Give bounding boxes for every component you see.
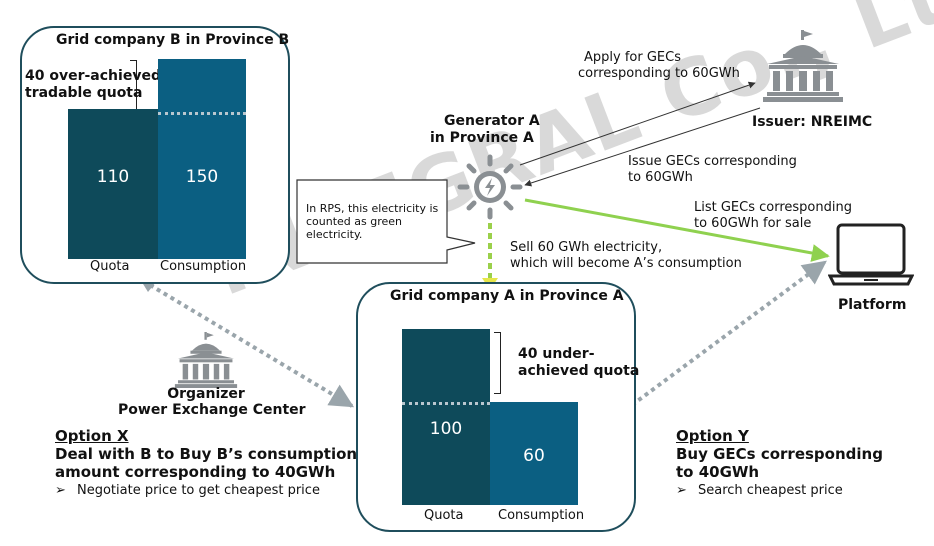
callout-text: In RPS, this electricity is counted as g… bbox=[306, 202, 438, 241]
grid-a-axis-quota: Quota bbox=[424, 508, 464, 523]
grid-a-bracket-label: 40 under- achieved quota bbox=[518, 346, 639, 380]
option-y-heading: Option Y bbox=[676, 427, 749, 445]
organizer-building-icon bbox=[174, 332, 238, 388]
grid-company-a-box: Grid company A in Province A 40 under- a… bbox=[356, 282, 639, 532]
option-y-bullet-text: Search cheapest price bbox=[698, 483, 843, 498]
grid-a-consumption-value: 60 bbox=[523, 446, 545, 466]
grid-b-bracket-label: 40 over-achieved tradable quota bbox=[25, 68, 161, 102]
grid-b-axis-quota: Quota bbox=[90, 259, 130, 274]
organizer-label-line1: Organizer bbox=[167, 386, 245, 402]
grid-b-bracket-label-line2: tradable quota bbox=[25, 85, 143, 101]
grid-company-a-title: Grid company A in Province A bbox=[390, 288, 624, 304]
option-y-bullet: ➢ Search cheapest price bbox=[676, 483, 883, 498]
issuer-label: Issuer: NREIMC bbox=[752, 114, 873, 130]
list-label: List GECs corresponding to 60GWh for sal… bbox=[694, 200, 852, 232]
option-y-line2: to 40GWh bbox=[676, 463, 760, 481]
callout-line2: counted as green bbox=[306, 215, 403, 228]
option-x-bullet: ➢ Negotiate price to get cheapest price bbox=[55, 483, 357, 498]
grid-a-bracket bbox=[494, 332, 501, 394]
grid-a-bracket-label-line2: achieved quota bbox=[518, 363, 640, 379]
option-x-line2: amount corresponding to 40GWh bbox=[55, 463, 336, 481]
grid-a-consumption-bar bbox=[490, 402, 578, 505]
apply-label-line2: corresponding to 60GWh bbox=[578, 66, 740, 81]
grid-company-b-box: Grid company B in Province B 40 over-ach… bbox=[20, 26, 290, 284]
grid-a-consumption-line bbox=[402, 402, 490, 405]
callout-line3: electricity. bbox=[306, 228, 363, 241]
option-y-dotted-arrow bbox=[630, 260, 827, 407]
list-label-line2: to 60GWh for sale bbox=[694, 216, 812, 231]
apply-arrow bbox=[519, 81, 756, 166]
apply-label: Apply for GECs corresponding to 60GWh bbox=[578, 50, 740, 82]
generator-label: Generator A in Province A bbox=[430, 113, 540, 147]
option-x-heading: Option X bbox=[55, 427, 129, 445]
platform-label: Platform bbox=[838, 297, 907, 313]
option-y-line1: Buy GECs corresponding bbox=[676, 445, 883, 463]
sell-label-line2: which will become A’s consumption bbox=[510, 256, 742, 271]
grid-a-quota-bar bbox=[402, 329, 490, 505]
bullet-arrow-icon: ➢ bbox=[55, 483, 66, 498]
sun-icon bbox=[457, 154, 523, 220]
grid-b-quota-value: 110 bbox=[96, 167, 130, 187]
laptop-icon bbox=[828, 223, 914, 286]
grid-b-quota-line bbox=[158, 112, 246, 115]
grid-company-b-title: Grid company B in Province B bbox=[56, 32, 290, 48]
grid-a-axis-consumption: Consumption bbox=[498, 508, 585, 523]
callout-box bbox=[296, 179, 476, 264]
grid-a-quota-value: 100 bbox=[429, 419, 463, 439]
grid-b-quota-bar bbox=[68, 109, 158, 259]
generator-label-line1: Generator A bbox=[444, 113, 540, 129]
issue-label: Issue GECs corresponding to 60GWh bbox=[628, 154, 797, 186]
option-y: Option Y Buy GECs corresponding to 40GWh… bbox=[676, 427, 883, 498]
apply-label-line1: Apply for GECs bbox=[584, 50, 681, 65]
grid-b-consumption-bar bbox=[158, 59, 246, 259]
grid-b-bracket-label-line1: 40 over-achieved bbox=[25, 68, 161, 84]
bullet-arrow-icon: ➢ bbox=[676, 483, 687, 498]
organizer-label: Organizer Power Exchange Center bbox=[118, 386, 306, 418]
organizer-label-line2: Power Exchange Center bbox=[118, 402, 306, 418]
sell-label-line1: Sell 60 GWh electricity, bbox=[510, 240, 663, 255]
grid-b-consumption-value: 150 bbox=[185, 167, 219, 187]
list-label-line1: List GECs corresponding bbox=[694, 200, 852, 215]
generator-label-line2: in Province A bbox=[430, 130, 534, 146]
list-arrow bbox=[524, 198, 830, 262]
option-x-bullet-text: Negotiate price to get cheapest price bbox=[77, 483, 320, 498]
option-x: Option X Deal with B to Buy B’s consumpt… bbox=[55, 427, 357, 498]
sell-label: Sell 60 GWh electricity, which will beco… bbox=[510, 240, 742, 272]
grid-a-bracket-label-line1: 40 under- bbox=[518, 346, 595, 362]
grid-b-axis-consumption: Consumption bbox=[160, 259, 247, 274]
callout-line1: In RPS, this electricity is bbox=[306, 202, 439, 215]
issue-label-line2: to 60GWh bbox=[628, 170, 693, 185]
option-x-line1: Deal with B to Buy B’s consumption bbox=[55, 445, 358, 463]
government-building-icon bbox=[763, 30, 843, 102]
issue-label-line1: Issue GECs corresponding bbox=[628, 154, 797, 169]
issue-arrow bbox=[524, 107, 761, 187]
